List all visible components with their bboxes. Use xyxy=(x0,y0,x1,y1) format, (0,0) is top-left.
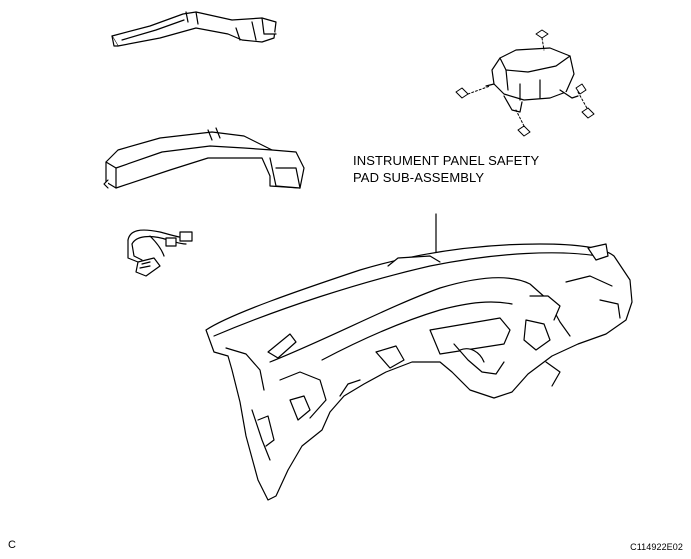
corner-letter: C xyxy=(8,539,17,551)
figure-code: C114922E02 xyxy=(630,542,683,552)
airbag-module xyxy=(485,47,579,113)
wire-harness xyxy=(127,229,193,277)
part-callout-label: INSTRUMENT PANEL SAFETY PAD SUB-ASSEMBLY xyxy=(353,152,539,186)
callout-line-2: PAD SUB-ASSEMBLY xyxy=(353,170,485,185)
upper-air-duct xyxy=(111,11,277,47)
lower-air-duct xyxy=(103,127,305,189)
instrument-panel-pad xyxy=(205,243,633,501)
callout-line-1: INSTRUMENT PANEL SAFETY xyxy=(353,153,540,168)
mounting-bolts xyxy=(455,29,595,137)
